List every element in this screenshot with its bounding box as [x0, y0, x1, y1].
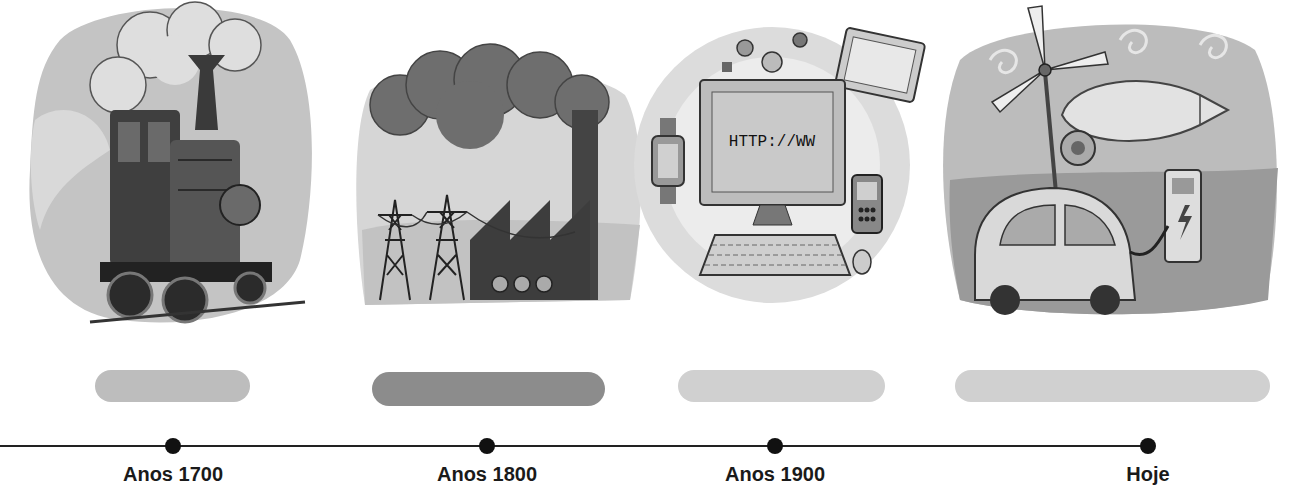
- steam-train-illustration: [29, 8, 312, 322]
- steam-train-illustration: [235, 273, 265, 303]
- steam-train-illustration: [31, 110, 110, 230]
- computer-illustration: [853, 250, 871, 274]
- steam-train-illustration: [178, 159, 232, 161]
- timeline-axis: [0, 438, 1156, 454]
- steam-train-illustration: [90, 57, 146, 113]
- wind-turbine-car-illustration: [1061, 131, 1095, 165]
- wind-turbine-car-illustration: [949, 168, 1278, 314]
- steam-train-illustration: [118, 122, 140, 162]
- computer-illustration: [634, 27, 925, 303]
- wind-turbine-car-illustration: [1200, 35, 1226, 57]
- steam-train-illustration: [90, 302, 305, 322]
- wind-turbine-car-illustration: [1178, 205, 1192, 240]
- computer-illustration: [859, 208, 864, 213]
- steam-train-illustration: [188, 55, 225, 130]
- era-label: Anos 1800: [437, 462, 537, 486]
- computer-illustration: [700, 80, 845, 205]
- wind-turbine-car-illustration: [1090, 285, 1120, 315]
- computer-illustration: [753, 205, 792, 225]
- computer-illustration: [705, 245, 846, 265]
- factory-illustration: [436, 81, 504, 149]
- steam-train-illustration: [108, 273, 152, 317]
- ground-shadow: [372, 372, 605, 406]
- steam-train-illustration: [110, 110, 180, 265]
- ground-shadow: [95, 370, 1270, 406]
- computer-illustration: [660, 118, 676, 136]
- steam-train-illustration: [178, 189, 232, 191]
- computer-illustration: [762, 52, 782, 72]
- steam-train-illustration: [220, 185, 260, 225]
- computer-illustration: [793, 33, 807, 47]
- wind-turbine-car-illustration: [1165, 170, 1201, 262]
- factory-illustration: [492, 276, 508, 292]
- computer-illustration: [865, 208, 870, 213]
- computer-illustration: [857, 182, 877, 200]
- computer-illustration: [871, 217, 876, 222]
- computer-illustration: [859, 217, 864, 222]
- timeline-axis: [479, 438, 495, 454]
- wind-turbine-car-illustration: [1172, 178, 1194, 194]
- timeline-axis: [1140, 438, 1156, 454]
- factory-illustration: [427, 195, 467, 300]
- computer-illustration: [722, 62, 732, 72]
- computer-illustration: [865, 217, 870, 222]
- steam-train-illustration: [148, 122, 170, 162]
- wind-turbine-car-illustration: [992, 70, 1045, 112]
- computer-illustration: [658, 144, 678, 178]
- ground-shadow: [95, 370, 250, 402]
- computer-illustration: [852, 175, 882, 233]
- computer-illustration: [660, 186, 676, 204]
- wind-turbine-car-illustration: [990, 50, 1016, 72]
- wind-turbine-car-illustration: [990, 285, 1020, 315]
- computer-illustration: [700, 235, 850, 275]
- timeline-axis: [165, 438, 181, 454]
- wind-turbine-car-illustration: [975, 188, 1135, 300]
- ground-shadow: [955, 370, 1270, 402]
- wind-turbine-car-illustration: [1130, 226, 1168, 255]
- timeline-axis: [767, 438, 783, 454]
- computer-illustration: [712, 92, 833, 192]
- computer-illustration: [844, 37, 916, 93]
- factory-illustration: [356, 44, 640, 305]
- factory-illustration: [356, 68, 640, 305]
- computer-illustration: [835, 27, 926, 102]
- wind-turbine-car-illustration: [1028, 6, 1045, 70]
- factory-illustration: [378, 200, 412, 300]
- factory-illustration: [514, 276, 530, 292]
- factory-illustration: [470, 200, 590, 300]
- era-label: Hoje: [1126, 462, 1169, 486]
- factory-illustration: [378, 212, 575, 238]
- steam-train-illustration: [29, 2, 312, 323]
- wind-turbine-car-illustration: [1065, 205, 1115, 245]
- screen-text: HTTP://WW: [729, 133, 815, 151]
- factory-illustration: [536, 276, 552, 292]
- wind-turbine-car-illustration: [1199, 95, 1201, 125]
- computer-illustration: [652, 136, 684, 186]
- computer-illustration: [737, 40, 753, 56]
- ground-shadow: [678, 370, 885, 402]
- wind-turbine-car-illustration: [943, 6, 1278, 315]
- wind-turbine-car-illustration: [1045, 52, 1108, 70]
- wind-turbine-car-illustration: [1000, 205, 1055, 245]
- era-label: Anos 1700: [123, 462, 223, 486]
- wind-turbine-car-illustration: [1039, 64, 1051, 76]
- wind-turbine-car-illustration: [1062, 81, 1228, 141]
- era-label: Anos 1900: [725, 462, 825, 486]
- wind-turbine-car-illustration: [1120, 30, 1146, 52]
- computer-illustration: [871, 208, 876, 213]
- wind-turbine-car-illustration: [1071, 141, 1085, 155]
